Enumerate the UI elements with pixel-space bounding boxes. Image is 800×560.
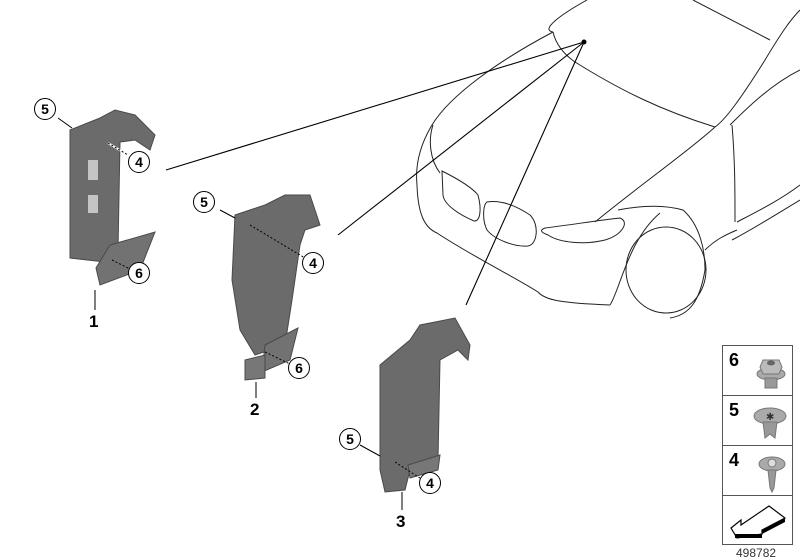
legend-item-4[interactable]: 4 xyxy=(723,446,792,496)
legend-direction xyxy=(723,496,792,546)
legend-number: 6 xyxy=(729,350,740,370)
direction-arrow-icon xyxy=(730,505,787,539)
fastener-legend: 6 5 ✱ 4 xyxy=(722,345,793,545)
legend-number: 5 xyxy=(729,400,740,420)
legend-number: 4 xyxy=(729,450,740,470)
bracket-assembly-3[interactable] xyxy=(359,317,471,510)
callout-6[interactable]: 6 xyxy=(288,357,310,379)
document-id: 498782 xyxy=(736,546,777,560)
torx-screw-icon xyxy=(758,456,786,494)
callout-4[interactable]: 4 xyxy=(419,472,441,494)
part-number-1[interactable]: 1 xyxy=(89,312,99,331)
legend-item-6[interactable]: 6 xyxy=(723,346,792,396)
part-number-3[interactable]: 3 xyxy=(396,512,406,531)
svg-text:✱: ✱ xyxy=(766,412,774,423)
callout-6[interactable]: 6 xyxy=(128,262,150,284)
callout-5[interactable]: 5 xyxy=(339,428,361,450)
callout-5[interactable]: 5 xyxy=(193,191,215,213)
callout-5[interactable]: 5 xyxy=(34,98,56,120)
bracket-assembly-1[interactable] xyxy=(57,109,156,310)
flange-nut-icon xyxy=(756,359,786,389)
mounting-location-dot xyxy=(581,39,587,45)
vehicle-outline xyxy=(416,0,800,319)
part-number-2[interactable]: 2 xyxy=(250,400,260,419)
leader-lines xyxy=(165,41,585,306)
callout-4[interactable]: 4 xyxy=(302,252,324,274)
expanding-rivet-screw-icon: ✱ xyxy=(753,407,787,439)
callout-4[interactable]: 4 xyxy=(128,151,150,173)
legend-item-5[interactable]: 5 ✱ xyxy=(723,396,792,446)
